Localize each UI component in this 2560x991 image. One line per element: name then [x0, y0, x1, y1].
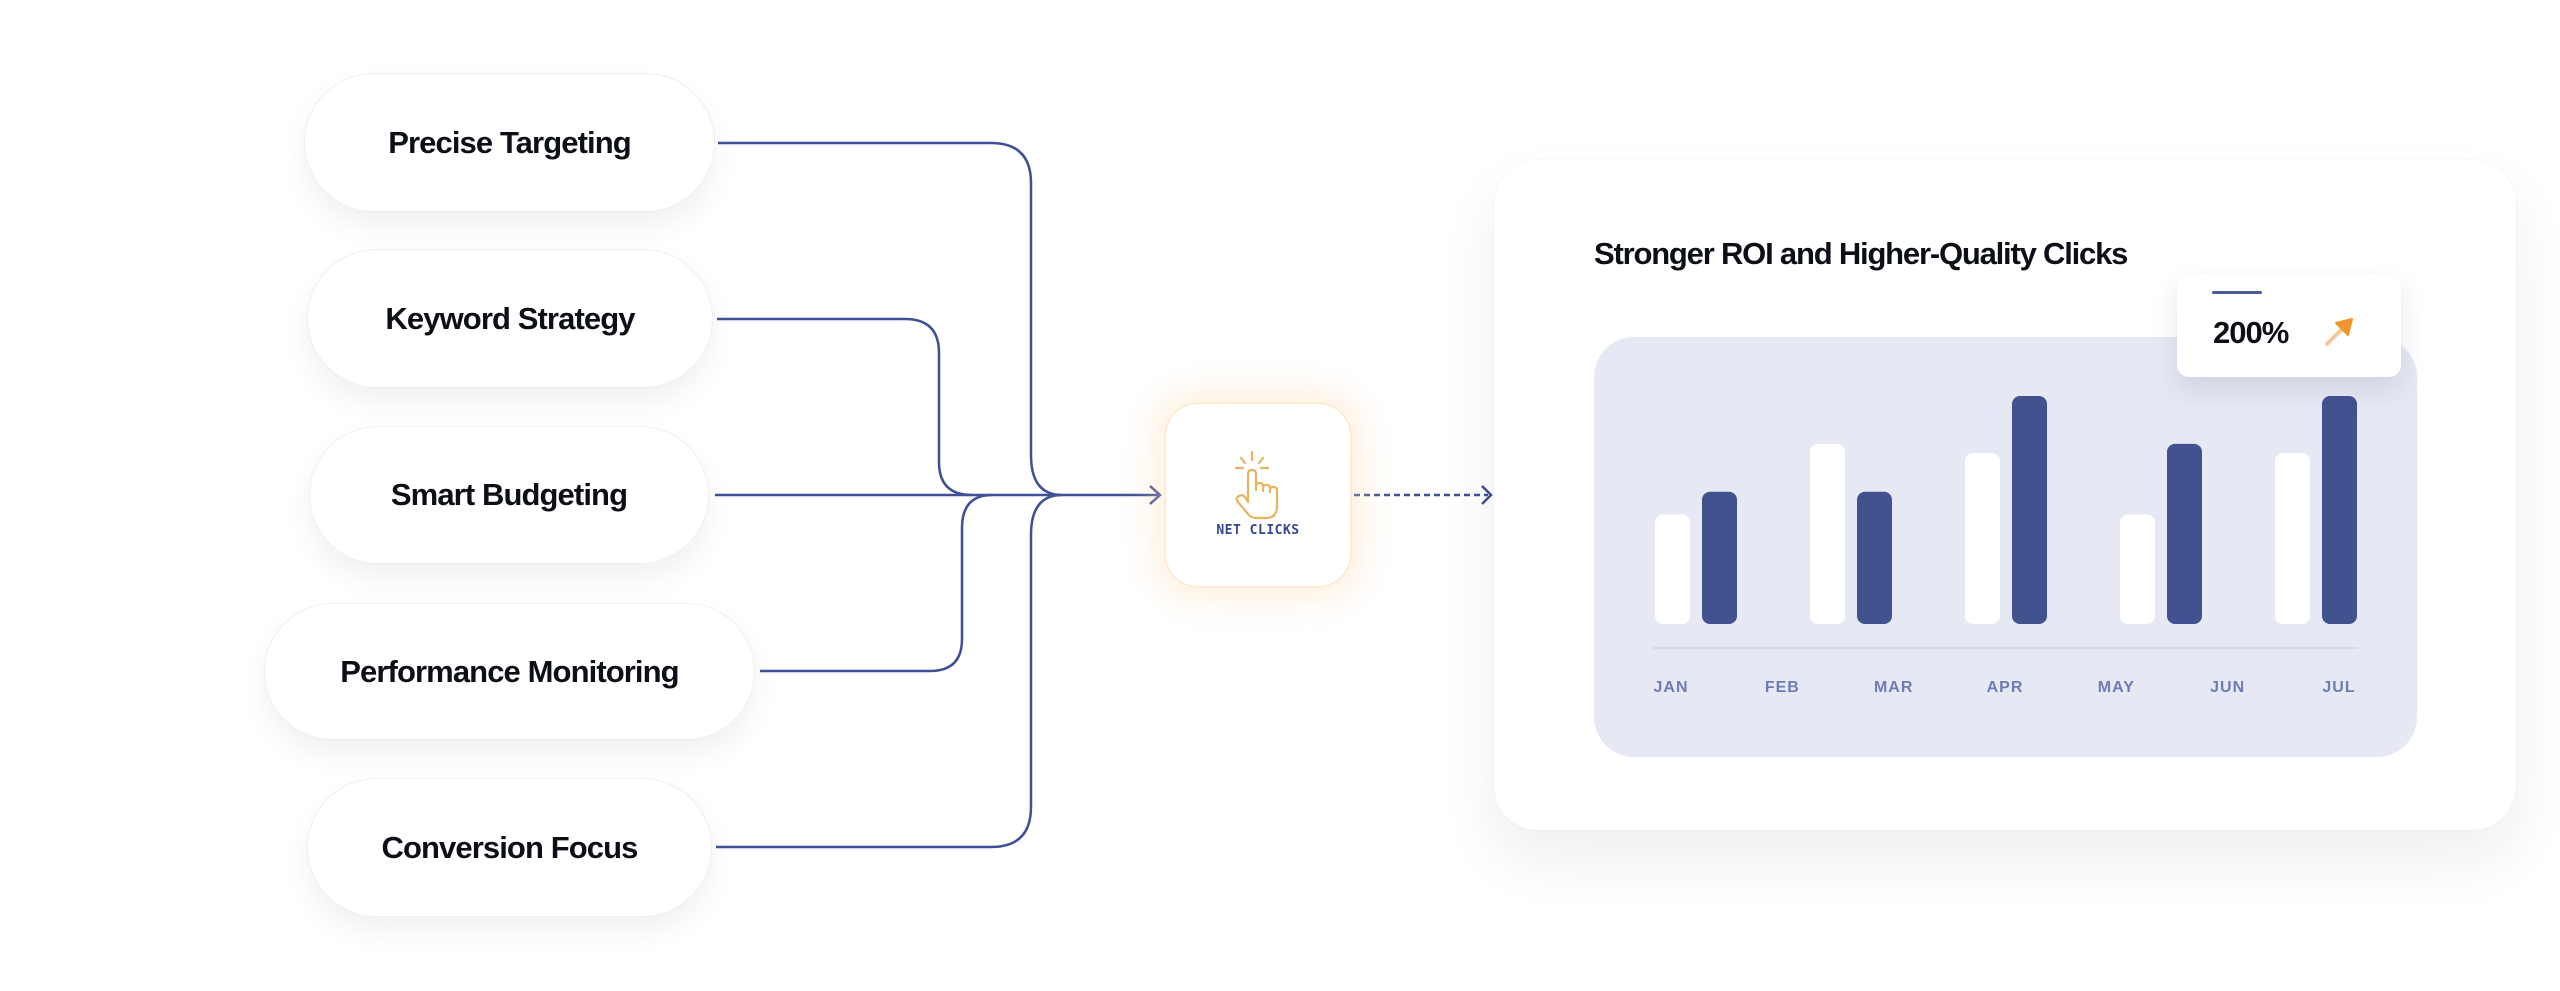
arrow-head-icon: [1149, 485, 1162, 505]
x-tick-label-jan: JAN: [1653, 679, 1688, 696]
hand-click-icon: [1234, 450, 1279, 520]
dashed-arrow-head-icon: [1481, 485, 1493, 505]
input-pill-keyword-strategy: Keyword Strategy: [307, 249, 713, 388]
pill-label: Keyword Strategy: [385, 300, 635, 336]
x-tick-label-may: MAY: [2098, 679, 2135, 696]
chart-panel: JAN FEB MAR APR MAY JUN JUL: [1594, 337, 2417, 757]
badge-value: 200%: [2213, 315, 2289, 350]
bar-after-1: [1702, 491, 1737, 624]
pill-label: Performance Monitoring: [340, 653, 679, 689]
bar-before-5: [2275, 453, 2310, 624]
net-clicks-label: NET CLICKS: [1216, 523, 1300, 538]
growth-badge: 200%: [2177, 274, 2401, 377]
roi-chart-card: Stronger ROI and Higher-Quality Clicks J…: [1494, 160, 2516, 830]
bar-before-1: [1655, 514, 1690, 624]
connector-performance-monitoring: [760, 493, 993, 673]
input-pill-performance-monitoring: Performance Monitoring: [264, 603, 755, 740]
badge-accent-line: [2212, 291, 2262, 294]
trend-up-arrow-icon: [2325, 318, 2353, 346]
bar-after-5: [2322, 396, 2357, 624]
bar-before-3: [1965, 453, 2000, 624]
input-pill-precise-targeting: Precise Targeting: [304, 73, 715, 212]
x-tick-label-jul: JUL: [2322, 679, 2355, 696]
net-clicks-hub: NET CLICKS: [1166, 404, 1350, 586]
x-tick-label-mar: MAR: [1874, 679, 1913, 696]
x-tick-label-jun: JUN: [2210, 679, 2245, 696]
bar-before-4: [2120, 514, 2155, 624]
pill-label: Precise Targeting: [388, 124, 631, 160]
x-tick-label-feb: FEB: [1765, 679, 1800, 696]
connector-keyword-strategy: [717, 317, 973, 497]
bar-chart: JAN FEB MAR APR MAY JUN JUL: [1653, 396, 2358, 696]
chart-title: Stronger ROI and Higher-Quality Clicks: [1594, 236, 2128, 271]
pill-label: Conversion Focus: [381, 829, 638, 865]
pill-label: Smart Budgeting: [390, 477, 628, 512]
connector-conversion-focus: [716, 493, 1063, 849]
input-pill-conversion-focus: Conversion Focus: [307, 778, 712, 917]
bar-after-2: [1857, 491, 1892, 624]
x-tick-label-apr: APR: [1987, 679, 2024, 696]
input-pill-smart-budgeting: Smart Budgeting: [309, 426, 709, 564]
connector-precise-targeting: [718, 141, 1063, 497]
bar-before-2: [1810, 443, 1845, 624]
bar-after-4: [2167, 443, 2202, 624]
bar-after-3: [2012, 396, 2047, 624]
